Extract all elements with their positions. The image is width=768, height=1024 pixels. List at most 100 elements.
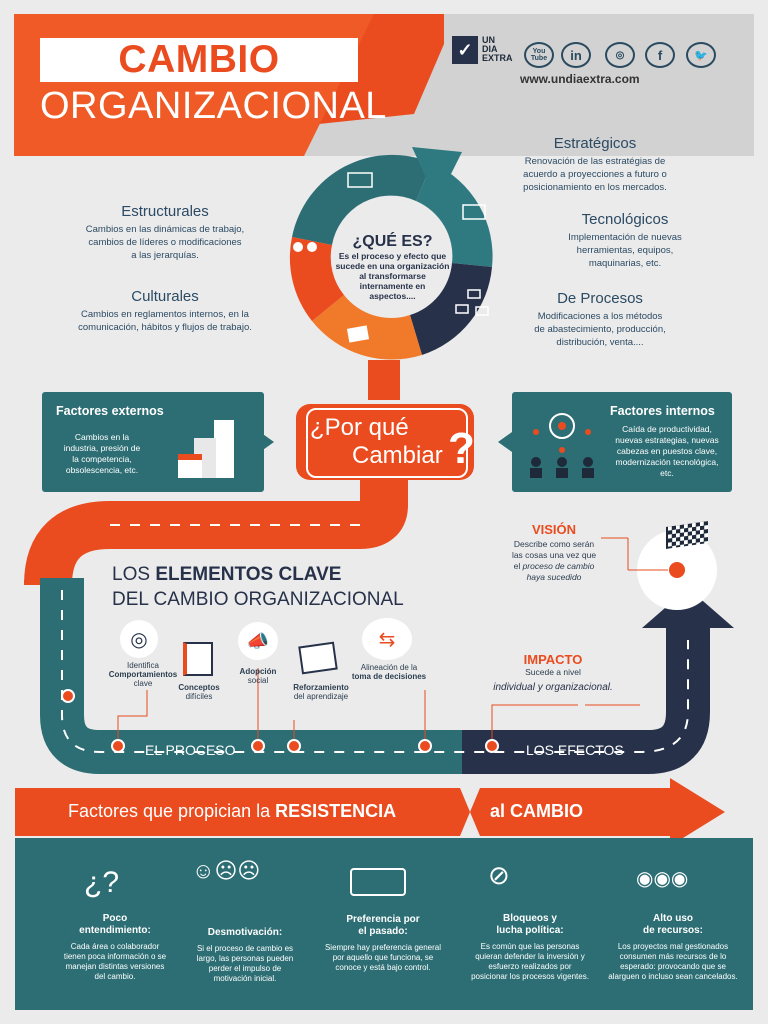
item-text: clave	[133, 679, 153, 688]
factor-text: Si el proceso de cambio es	[196, 944, 294, 953]
factor-title: Poco	[102, 913, 128, 924]
factor-desmotivacion: Desmotivación: Si el proceso de cambio e…	[170, 927, 320, 984]
vision-title: VISIÓN	[531, 522, 577, 537]
facebook-icon[interactable]: f	[645, 42, 675, 68]
type-title: Estratégicos	[553, 135, 637, 152]
title-box	[40, 38, 358, 82]
factor-preferencia: Preferencia por el pasado: Siempre hay p…	[308, 914, 458, 973]
factor-title: lucha política:	[496, 925, 564, 936]
type-text: posicionamiento en los mercados.	[523, 182, 667, 193]
linkedin-icon[interactable]: in	[561, 42, 591, 68]
factor-text: Siempre hay preferencia general	[324, 943, 442, 952]
blocked-sign-icon: ⊘	[488, 860, 510, 890]
panel-title: Factores externos	[56, 404, 164, 418]
item-text: Comportamientos	[108, 670, 178, 679]
type-text: Renovación de las estratégias de	[524, 156, 666, 167]
por-que-cambiar-box: ¿Por qué Cambiar ?	[296, 404, 475, 480]
type-title: Culturales	[131, 288, 199, 305]
impacto-text: individual y organizacional.	[493, 682, 613, 693]
megaphone-icon: 📣	[238, 622, 278, 660]
type-text: Cambios en las dinámicas de trabajo,	[85, 224, 245, 235]
que-es-line: aspectos....	[369, 291, 416, 301]
impacto-title: IMPACTO	[523, 652, 583, 667]
instagram-icon[interactable]: ◎	[605, 42, 635, 68]
panel-text: cabezas en puestos clave,	[616, 446, 718, 456]
logo-icon: ✓	[452, 36, 478, 64]
factor-text: consumen más recursos de lo	[619, 952, 727, 961]
factor-title: Preferencia por	[346, 914, 420, 925]
item-text: Reforzamiento	[293, 683, 349, 692]
twitter-icon[interactable]: 🐦	[686, 42, 716, 68]
type-text: maquinarias, etc.	[588, 258, 662, 269]
page-title-line1: CAMBIO	[118, 38, 280, 81]
coins-icon: ◉◉◉	[636, 868, 689, 890]
panel-text: Cambios en la	[74, 432, 130, 442]
item-text: del aprendizaje	[293, 692, 349, 701]
type-procesos: De Procesos Modificaciones a los métodos…	[500, 290, 700, 349]
factor-text: motivación inicial.	[213, 974, 277, 983]
factor-poco-entendimiento: Poco entendimiento: Cada área o colabora…	[40, 913, 190, 982]
factor-text: Cada área o colaborador	[70, 942, 160, 951]
website-url[interactable]: www.undiaextra.com	[520, 72, 640, 86]
factor-text: del cambio.	[94, 972, 136, 981]
road-label-efectos: LOS EFECTOS	[526, 742, 624, 758]
type-text: cambios de líderes o modificaciones	[88, 237, 242, 248]
type-text: herramientas, equipos,	[576, 245, 674, 256]
question-mark: ?	[448, 424, 475, 473]
change-cycle-ring	[289, 147, 493, 360]
type-text: acuerdo a proyecciones a futuro o	[523, 169, 667, 180]
factor-bloqueos: Bloqueos y lucha política: Es común que …	[450, 913, 610, 982]
factor-title: Desmotivación:	[207, 927, 283, 938]
factor-text: largo, las personas pueden	[196, 954, 294, 963]
item-text: Alineación de la	[360, 663, 418, 672]
heading-prefix: LOS	[112, 564, 151, 585]
youtube-icon[interactable]: You Tube	[524, 42, 554, 68]
type-estrategicos: Estratégicos Renovación de las estratégi…	[495, 135, 695, 194]
notepad-icon	[298, 641, 338, 675]
banner-bold: RESISTENCIA	[275, 801, 397, 821]
por-que-line2: Cambiar	[352, 442, 443, 469]
que-es-box: ¿QUÉ ES? Es el proceso y efecto que suce…	[330, 233, 455, 301]
vision-text: Describe como serán	[513, 539, 595, 549]
panel-text: obsolescencia, etc.	[65, 465, 139, 475]
type-estructurales: Estructurales Cambios en las dinámicas d…	[60, 203, 270, 262]
vision-text: las cosas una vez que	[511, 550, 597, 560]
panel-text: la competencia,	[72, 454, 132, 464]
factor-text: Los proyectos mal gestionados	[617, 942, 729, 951]
impacto-text: Sucede a nivel	[525, 667, 581, 677]
factor-text: quieran defender la inversión y	[475, 952, 585, 961]
vision-text: el	[513, 561, 523, 571]
notebook-icon	[183, 642, 213, 676]
heading-bold: ELEMENTOS CLAVE	[155, 564, 342, 585]
item-text: Identifica	[126, 661, 160, 670]
que-es-line: Es el proceso y efecto que	[338, 251, 447, 261]
factor-text: Es común que las personas	[480, 942, 580, 951]
factores-internos-panel: Factores internos Caída de productividad…	[498, 392, 732, 492]
factor-text: conoce y está bajo control.	[335, 963, 431, 972]
road-label-proceso: EL PROCESO	[145, 742, 236, 758]
resistencia-banner: Factores que propician la RESISTENCIA	[68, 801, 396, 822]
banner-text-end: al CAMBIO	[490, 801, 584, 821]
banner-text: Factores que propician la	[68, 801, 271, 821]
panel-text: Caída de productividad,	[622, 424, 712, 434]
factor-title: Alto uso	[653, 913, 693, 924]
factor-alto-uso: Alto uso de recursos: Los proyectos mal …	[593, 913, 753, 982]
type-title: De Procesos	[557, 290, 643, 307]
factor-text: alarguen o incluso sean cancelados.	[608, 972, 738, 981]
type-text: a las jerarquías.	[131, 250, 199, 261]
factor-text: posicionar los procesos vigentes.	[471, 972, 589, 981]
item-text: social	[247, 676, 269, 685]
target-icon: ◎	[120, 620, 158, 658]
type-title: Estructurales	[121, 203, 209, 220]
signpost-icon: ⇆	[362, 618, 412, 660]
panel-text: etc.	[660, 468, 674, 478]
panel-text: industria, presión de	[63, 443, 141, 453]
